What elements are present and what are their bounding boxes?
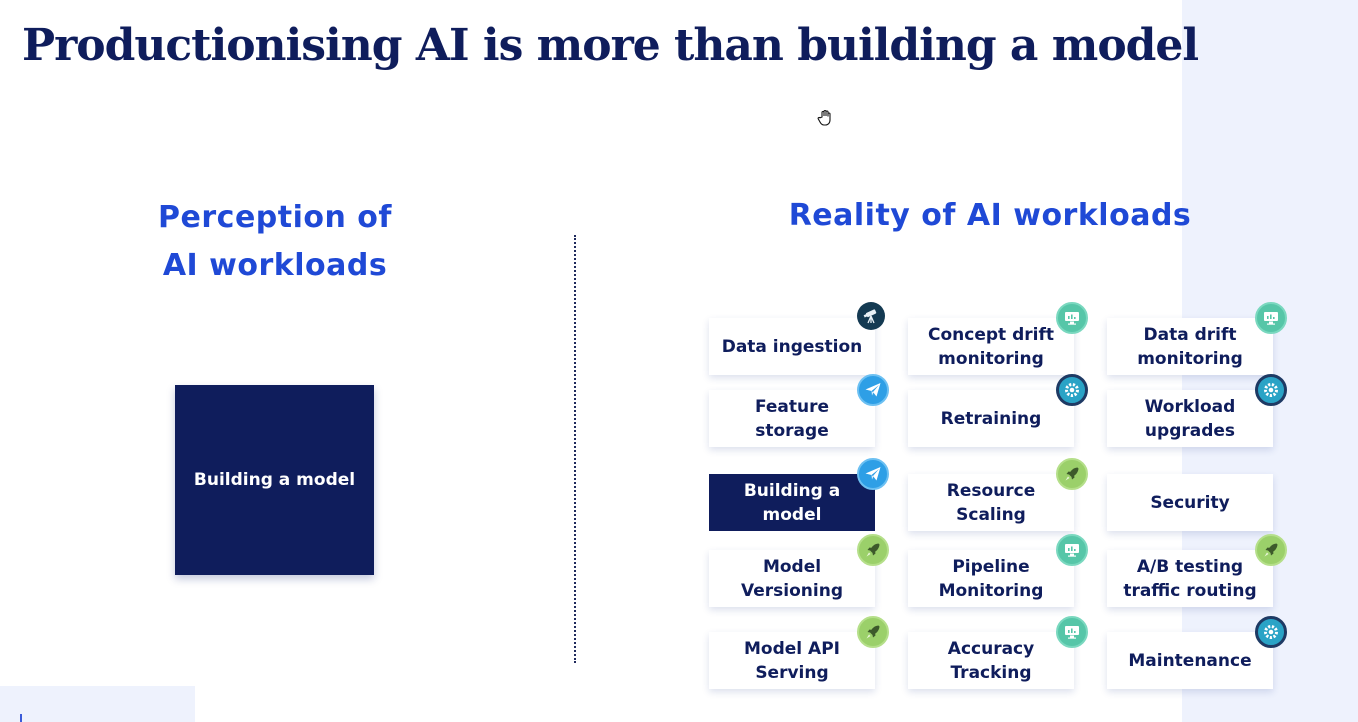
card-label: Data ingestion [722, 335, 863, 359]
rocket-icon [1255, 534, 1287, 566]
card-label-line2: Monitoring [938, 580, 1044, 601]
card-label-line1: Maintenance [1128, 650, 1252, 671]
rocket-icon [857, 616, 889, 648]
perception-model-label: Building a model [193, 470, 356, 490]
card-label-line1: Resource [946, 480, 1036, 501]
gear-icon [1255, 616, 1287, 648]
card-label: Workload upgrades [1145, 395, 1236, 443]
card-concept-drift: Concept drift monitoring [908, 318, 1074, 375]
card-data-drift: Data drift monitoring [1107, 318, 1273, 375]
card-security: Security [1107, 474, 1273, 531]
card-label-line1: Pipeline [952, 556, 1030, 577]
card-label-line1: Feature [754, 396, 830, 417]
card-label: Data drift monitoring [1137, 323, 1243, 371]
monitor-icon [1255, 302, 1287, 334]
telescope-icon [857, 302, 885, 330]
card-data-ingestion: Data ingestion [709, 318, 875, 375]
slide-title: Productionising AI is more than building… [22, 20, 1199, 71]
rocket-icon [857, 534, 889, 566]
card-label-line1: Data drift [1143, 324, 1237, 345]
card-building-a: Building a model [709, 474, 875, 531]
card-label-line1: Model [762, 556, 822, 577]
card-label-line2: Serving [755, 662, 829, 683]
card-label: Building a model [744, 479, 840, 527]
card-label: Security [1150, 491, 1229, 515]
card-label: A/B testing traffic routing [1123, 555, 1256, 603]
perception-model-box: Building a model [175, 385, 374, 575]
card-maintenance: Maintenance [1107, 632, 1273, 689]
card-label: Maintenance [1128, 649, 1251, 673]
hand-cursor-icon [817, 109, 831, 126]
card-label-line2: Versioning [741, 580, 843, 601]
card-retraining: Retraining [908, 390, 1074, 447]
card-label-line2: model [762, 504, 822, 525]
perception-heading-line2: AI workloads [162, 248, 388, 283]
card-label-line2: Scaling [956, 504, 1026, 525]
monitor-icon [1056, 616, 1088, 648]
card-label-line1: Model API [744, 638, 840, 659]
dotted-divider [574, 235, 576, 663]
card-label-line2: monitoring [1137, 348, 1243, 369]
card-a-b-testing: A/B testing traffic routing [1107, 550, 1273, 607]
card-label-line1: Accuracy [947, 638, 1035, 659]
paper-plane-icon [857, 374, 889, 406]
perception-heading-line1: Perception of [158, 200, 392, 235]
gear-icon [1056, 374, 1088, 406]
monitor-icon [1056, 302, 1088, 334]
card-label-line2: storage [755, 420, 829, 441]
paper-plane-icon [857, 458, 889, 490]
gear-icon [1255, 374, 1287, 406]
card-label-line1: Retraining [940, 408, 1042, 429]
card-label: Model API Serving [744, 637, 840, 685]
card-label-line1: Building a [743, 480, 841, 501]
rocket-icon [1056, 458, 1088, 490]
card-workload: Workload upgrades [1107, 390, 1273, 447]
card-label-line1: Concept drift [928, 324, 1054, 345]
card-label: Retraining [941, 407, 1042, 431]
card-model-api: Model API Serving [709, 632, 875, 689]
card-label: Concept drift monitoring [928, 323, 1054, 371]
card-label: Feature storage [755, 395, 829, 443]
monitor-icon [1056, 534, 1088, 566]
corner-mark [20, 714, 22, 722]
card-label-line1: A/B testing [1136, 556, 1244, 577]
card-label-line1: Data ingestion [721, 336, 863, 357]
corner-tab [0, 686, 195, 722]
perception-heading: Perception of AI workloads [100, 194, 450, 290]
reality-heading: Reality of AI workloads [788, 198, 1192, 233]
card-label-line2: traffic routing [1123, 580, 1257, 601]
card-label-line1: Security [1150, 492, 1230, 513]
card-label-line2: monitoring [938, 348, 1044, 369]
card-feature: Feature storage [709, 390, 875, 447]
card-label-line2: Tracking [950, 662, 1032, 683]
card-label-line2: upgrades [1144, 420, 1236, 441]
card-label-line1: Workload [1144, 396, 1236, 417]
